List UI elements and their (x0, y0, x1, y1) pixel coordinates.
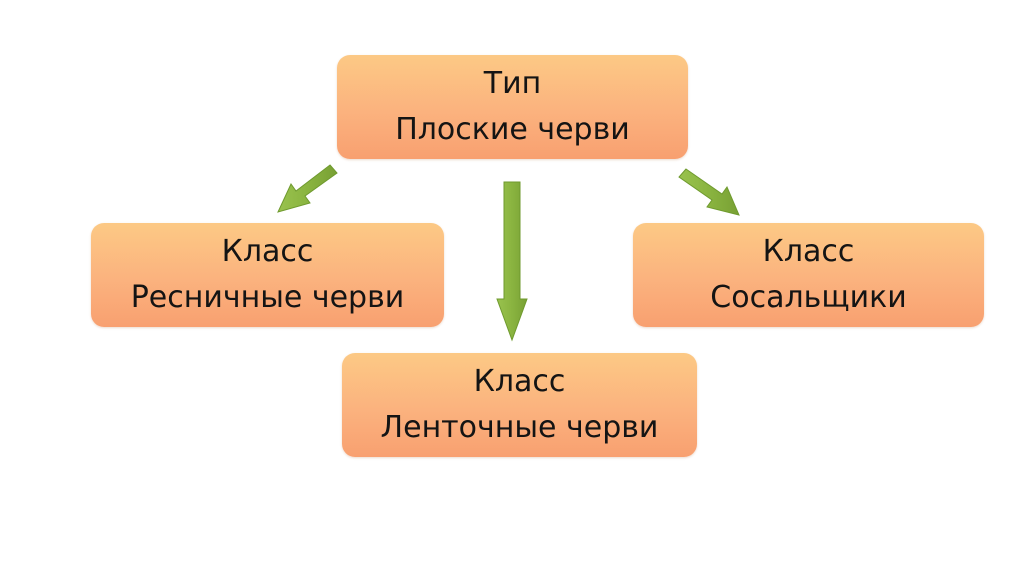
node-right-line2: Сосальщики (710, 280, 907, 315)
node-right-line1: Класс (762, 234, 855, 269)
node-class-turbellaria: Класс Ресничные черви (91, 223, 444, 327)
node-middle-line2: Ленточные черви (380, 410, 659, 445)
arrow-to-right-node (678, 168, 740, 216)
node-class-trematoda: Класс Сосальщики (633, 223, 984, 327)
node-middle-line1: Класс (473, 364, 566, 399)
node-root-line1: Тип (483, 66, 542, 101)
node-root-line2: Плоские черви (395, 112, 630, 147)
node-left-line1: Класс (221, 234, 314, 269)
arrow-to-left-node (277, 164, 338, 213)
node-type-flatworms: Тип Плоские черви (337, 55, 688, 159)
node-class-cestoda: Класс Ленточные черви (342, 353, 697, 457)
arrow-to-middle-node (496, 181, 528, 342)
node-left-line2: Ресничные черви (130, 280, 405, 315)
